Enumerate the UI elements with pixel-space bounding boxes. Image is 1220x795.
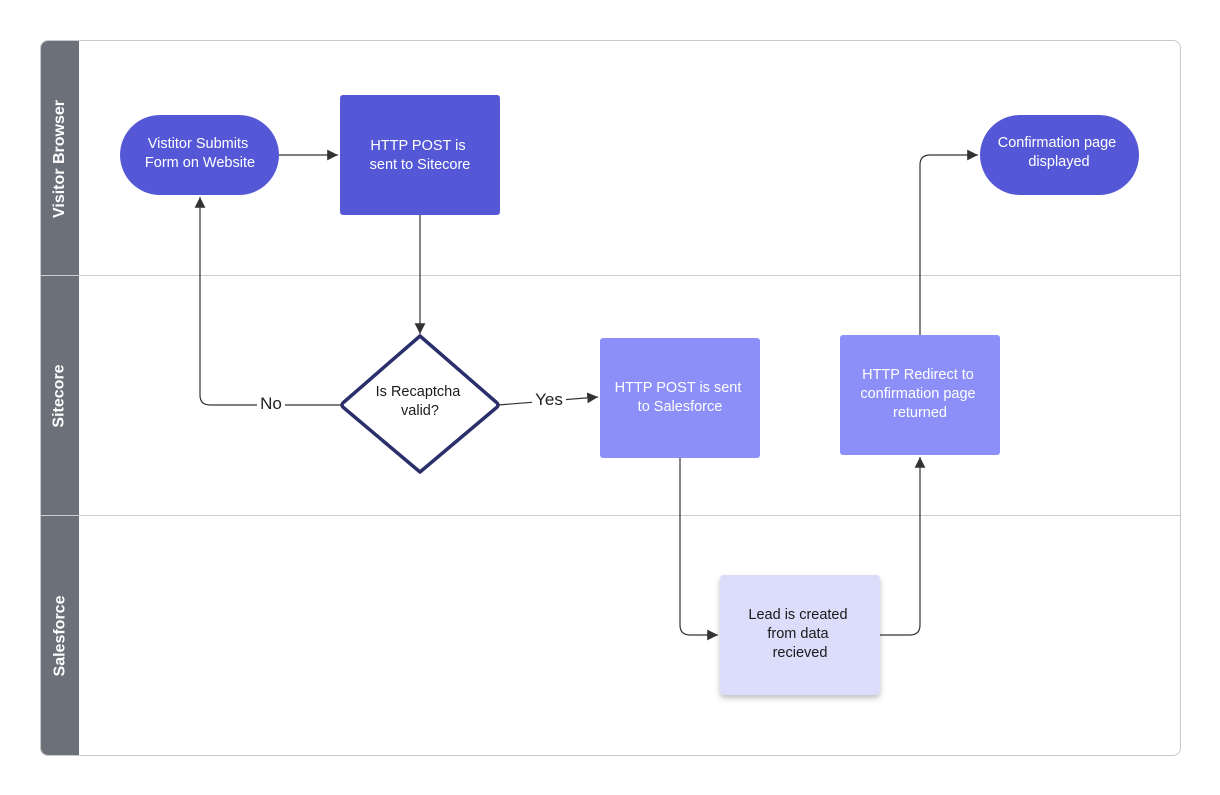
node-text-line: from data [767, 626, 829, 642]
node-text-line: Form on Website [145, 155, 255, 171]
svg-text:Confirmation page displa: Confirmation page displayed [998, 135, 1121, 170]
node-text-line: HTTP Redirect to [862, 367, 974, 383]
svg-text:Vistitor Submits Form on: Vistitor Submits Form on Website [145, 136, 255, 171]
node-text-line: HTTP POST is [370, 138, 465, 154]
lane-divider [41, 275, 1180, 276]
node-text-line: Confirmation page [998, 135, 1117, 151]
edge-post-to-lead [679, 458, 718, 641]
node-text-line: Is Recaptcha [376, 384, 462, 400]
svg-text:Is Recaptcha valid?: Is Recaptcha valid? [376, 384, 465, 419]
node-redirect: HTTP Redirect to confirmation page retur… [840, 335, 1000, 455]
node-text-line: to Salesforce [638, 399, 723, 415]
node-post-sitecore: HTTP POST is sent to Sitecore [340, 95, 500, 215]
node-text-line: Lead is created [748, 607, 847, 623]
node-text-line: confirmation page [860, 386, 975, 402]
svg-text:Lead is created from dat: Lead is created from data recieved [748, 607, 851, 661]
node-text-line: returned [893, 405, 947, 421]
node-visitor-submits: Vistitor Submits Form on Website [120, 115, 279, 195]
edge-recaptcha-no [194, 197, 342, 406]
node-text-line: recieved [773, 645, 828, 661]
edge-redirect-to-confirmation [919, 149, 978, 335]
node-confirmation: Confirmation page displayed [980, 115, 1139, 195]
edge-label-no: No [260, 394, 282, 413]
node-text-line: Vistitor Submits [148, 136, 248, 152]
svg-text:HTTP POST is sent to Sal: HTTP POST is sent to Salesforce [615, 380, 746, 415]
node-text-line: sent to Sitecore [370, 157, 471, 173]
lane-divider [41, 515, 1180, 516]
lane-label-column [41, 41, 79, 755]
svg-text:HTTP Redirect to confirm: HTTP Redirect to confirmation page retur… [860, 367, 979, 421]
edge-label-yes: Yes [535, 390, 563, 409]
svg-text:HTTP POST is sent to Sit: HTTP POST is sent to Sitecore [370, 138, 471, 173]
edge-lead-to-redirect [880, 457, 926, 636]
node-text-line: displayed [1028, 154, 1089, 170]
node-lead-created: Lead is created from data recieved [720, 575, 880, 695]
node-text-line: valid? [401, 403, 439, 419]
node-text-line: HTTP POST is sent [615, 380, 742, 396]
node-recaptcha-decision: Is Recaptcha valid? [340, 334, 500, 474]
node-post-salesforce: HTTP POST is sent to Salesforce [600, 338, 760, 458]
